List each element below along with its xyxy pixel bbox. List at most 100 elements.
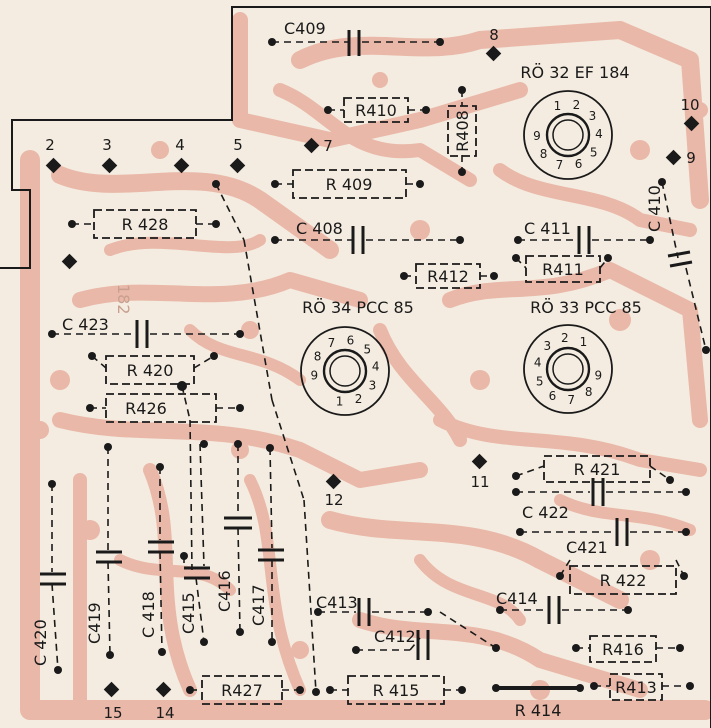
label-c422: C 422 bbox=[522, 503, 569, 522]
label-c414: C414 bbox=[496, 589, 538, 608]
socket-pin-ro34-1: 1 bbox=[336, 395, 344, 409]
label-r411: R411 bbox=[542, 260, 584, 279]
socket-pin-ro33-4: 4 bbox=[534, 356, 542, 370]
capacitor-labels: C409 C 408 C 411 C 410 C 423 C 422 C421 … bbox=[31, 19, 664, 666]
r422-body bbox=[569, 565, 677, 595]
tube-socket-ro32 bbox=[523, 90, 613, 180]
label-terminal-7: 7 bbox=[323, 137, 333, 155]
label-c415: C415 bbox=[179, 592, 198, 634]
label-c416: C416 bbox=[215, 570, 234, 612]
r415-body bbox=[347, 675, 445, 705]
capacitor-plates bbox=[40, 30, 693, 660]
r421-body bbox=[543, 455, 651, 483]
c410-plate-b bbox=[669, 260, 693, 268]
label-terminal-15: 15 bbox=[103, 704, 122, 722]
label-c412: C412 bbox=[374, 627, 416, 646]
label-r422: R 422 bbox=[600, 571, 647, 590]
socket-pin-ro34-4: 4 bbox=[372, 360, 380, 374]
socket-pin-ro32-4: 4 bbox=[595, 127, 603, 141]
label-c418: C 418 bbox=[139, 591, 158, 638]
label-terminal-12: 12 bbox=[324, 491, 343, 509]
label-terminal-11: 11 bbox=[470, 473, 489, 491]
board-marking: 182 bbox=[114, 284, 133, 315]
copper-pads bbox=[31, 72, 708, 700]
label-r409: R 409 bbox=[326, 175, 373, 194]
socket-pin-ro33-8: 8 bbox=[585, 385, 593, 399]
terminal-labels: 2 3 4 5 7 8 10 9 11 12 15 14 bbox=[45, 26, 699, 722]
tube-labels: RÖ 32 EF 184 RÖ 34 PCC 85 RÖ 33 PCC 85 bbox=[302, 63, 642, 317]
terminal-3 bbox=[101, 157, 118, 174]
socket-pin-ro32-1: 1 bbox=[554, 99, 562, 113]
socket-pin-ro32-8: 8 bbox=[540, 147, 548, 161]
socket-pin-ro33-9: 9 bbox=[594, 368, 602, 382]
label-r408: R408 bbox=[453, 110, 472, 152]
socket-pin-ro33-6: 6 bbox=[549, 389, 557, 403]
socket-pin-ro34-9: 9 bbox=[310, 368, 318, 382]
copper-traces bbox=[20, 12, 711, 720]
label-r421: R 421 bbox=[574, 460, 621, 479]
r410-body bbox=[343, 97, 409, 123]
r408-body bbox=[447, 105, 477, 157]
tube-socket-ro33 bbox=[523, 324, 613, 414]
label-r426: R426 bbox=[125, 399, 167, 418]
socket-pin-ro32-9: 9 bbox=[533, 129, 541, 143]
label-r428: R 428 bbox=[122, 215, 169, 234]
label-r427: R427 bbox=[221, 681, 263, 700]
label-ro34-pcc85: RÖ 34 PCC 85 bbox=[302, 298, 414, 317]
r426-body bbox=[105, 393, 217, 423]
socket-pin-ro34-2: 2 bbox=[355, 392, 363, 406]
terminal-11 bbox=[471, 453, 488, 470]
label-r413: R413 bbox=[615, 678, 657, 697]
label-ro32-ef184: RÖ 32 EF 184 bbox=[520, 63, 629, 82]
label-c423: C 423 bbox=[62, 315, 109, 334]
terminal-14 bbox=[155, 681, 172, 698]
socket-pin-ro34-6: 6 bbox=[347, 334, 355, 348]
terminal-2 bbox=[45, 157, 62, 174]
label-c410: C 410 bbox=[645, 185, 664, 232]
socket-pin-ro33-3: 3 bbox=[543, 339, 551, 353]
label-terminal-9: 9 bbox=[686, 149, 696, 167]
socket-pin-ro34-3: 3 bbox=[369, 379, 377, 393]
r412-body bbox=[415, 263, 481, 289]
terminal-7 bbox=[303, 137, 320, 154]
socket-pin-ro33-2: 2 bbox=[561, 331, 569, 345]
resistor-labels: R410 R408 R 409 R 428 R412 R411 R 420 R4… bbox=[122, 101, 657, 720]
label-c419: C419 bbox=[85, 602, 104, 644]
socket-pin-ro34-8: 8 bbox=[314, 349, 322, 363]
terminal-15 bbox=[103, 681, 120, 698]
c410-plate-a bbox=[667, 250, 691, 258]
r411-body bbox=[525, 255, 601, 283]
tube-socket-ro34 bbox=[300, 326, 390, 416]
label-c413: C413 bbox=[316, 593, 358, 612]
component-leads bbox=[51, 41, 707, 693]
label-r416: R416 bbox=[602, 640, 644, 659]
label-terminal-2: 2 bbox=[45, 136, 55, 154]
label-c408: C 408 bbox=[296, 219, 343, 238]
label-terminal-8: 8 bbox=[489, 26, 499, 44]
socket-pin-ro32-2: 2 bbox=[573, 98, 581, 112]
r409-body bbox=[292, 169, 407, 199]
label-r420: R 420 bbox=[127, 361, 174, 380]
terminal-unnamed bbox=[61, 253, 78, 270]
r420-body bbox=[105, 355, 195, 385]
socket-pin-ro32-6: 6 bbox=[575, 157, 583, 171]
r427-body bbox=[201, 675, 283, 705]
socket-pin-ro34-7: 7 bbox=[328, 336, 336, 350]
board-outline bbox=[0, 6, 711, 728]
r413-body bbox=[609, 673, 663, 701]
label-c411: C 411 bbox=[524, 219, 571, 238]
solder-points bbox=[48, 38, 710, 696]
label-c417: C417 bbox=[249, 584, 268, 626]
label-r414: R 414 bbox=[515, 701, 562, 720]
terminal-5 bbox=[229, 157, 246, 174]
socket-pin-ro34-5: 5 bbox=[363, 343, 371, 357]
socket-pin-ro33-5: 5 bbox=[536, 375, 544, 389]
label-c421: C421 bbox=[566, 538, 608, 557]
label-r415: R 415 bbox=[373, 681, 420, 700]
label-r412: R412 bbox=[427, 267, 469, 286]
label-terminal-14: 14 bbox=[155, 704, 174, 722]
socket-pin-ro32-7: 7 bbox=[556, 158, 564, 172]
label-terminal-10: 10 bbox=[680, 96, 699, 114]
